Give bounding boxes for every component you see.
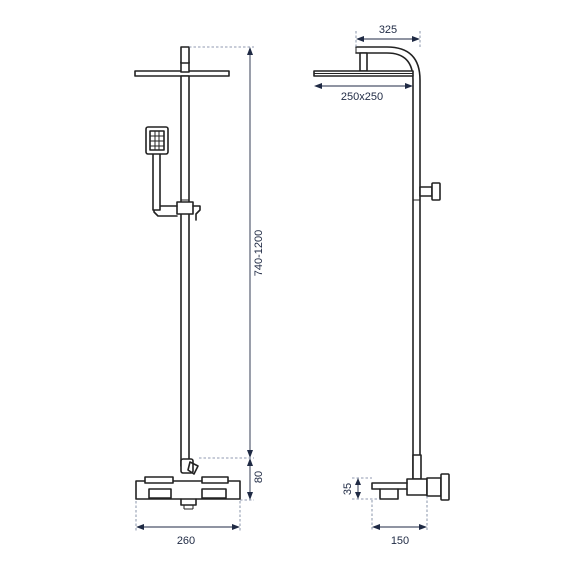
side-spout-depth-dimension: 150 — [371, 496, 428, 547]
side-spout — [371, 482, 408, 490]
front-upper-pipe — [180, 46, 190, 64]
side-curved-arm — [355, 46, 421, 479]
front-mixer-right-cap — [201, 488, 227, 499]
front-spout — [180, 498, 197, 506]
front-mixer-left-cap — [148, 488, 172, 499]
front-height-dimension: 740-1200 — [189, 46, 265, 459]
front-base-width-dimension: 260 — [135, 501, 241, 547]
mixer-height-label: 80 — [253, 471, 265, 483]
head-size-label: 250x250 — [341, 91, 383, 103]
front-view — [134, 46, 241, 510]
side-slider-knob — [431, 182, 441, 201]
front-riser-pipe — [180, 75, 190, 467]
side-head-size-dimension: 250x250 — [314, 83, 413, 103]
front-diverter-body — [180, 458, 194, 474]
side-mixer-handle — [426, 477, 442, 497]
top-width-label: 325 — [379, 24, 397, 36]
front-mixer-left-handle — [144, 476, 174, 484]
front-hand-shower-handle — [152, 151, 161, 211]
spout-height-label: 35 — [342, 483, 354, 495]
side-mixer-body — [406, 478, 428, 496]
side-head-connector — [359, 52, 368, 72]
side-slider-holder — [419, 186, 433, 197]
front-slider-knob — [192, 205, 201, 221]
front-mixer-height-dimension: 80 — [240, 458, 265, 501]
side-diverter — [412, 454, 422, 480]
side-top-width-dimension: 325 — [355, 24, 421, 47]
base-width-label: 260 — [177, 535, 195, 547]
height-range-label: 740-1200 — [253, 230, 265, 277]
front-slider-holder — [176, 201, 194, 215]
side-view — [313, 46, 450, 501]
front-mixer-right-handle — [201, 476, 229, 484]
side-spout-height-dimension: 35 — [342, 477, 380, 500]
front-diverter-knob — [187, 461, 199, 475]
front-hand-shower-arm — [153, 205, 178, 217]
spout-depth-label: 150 — [391, 535, 409, 547]
side-mixer-knob — [440, 473, 450, 501]
